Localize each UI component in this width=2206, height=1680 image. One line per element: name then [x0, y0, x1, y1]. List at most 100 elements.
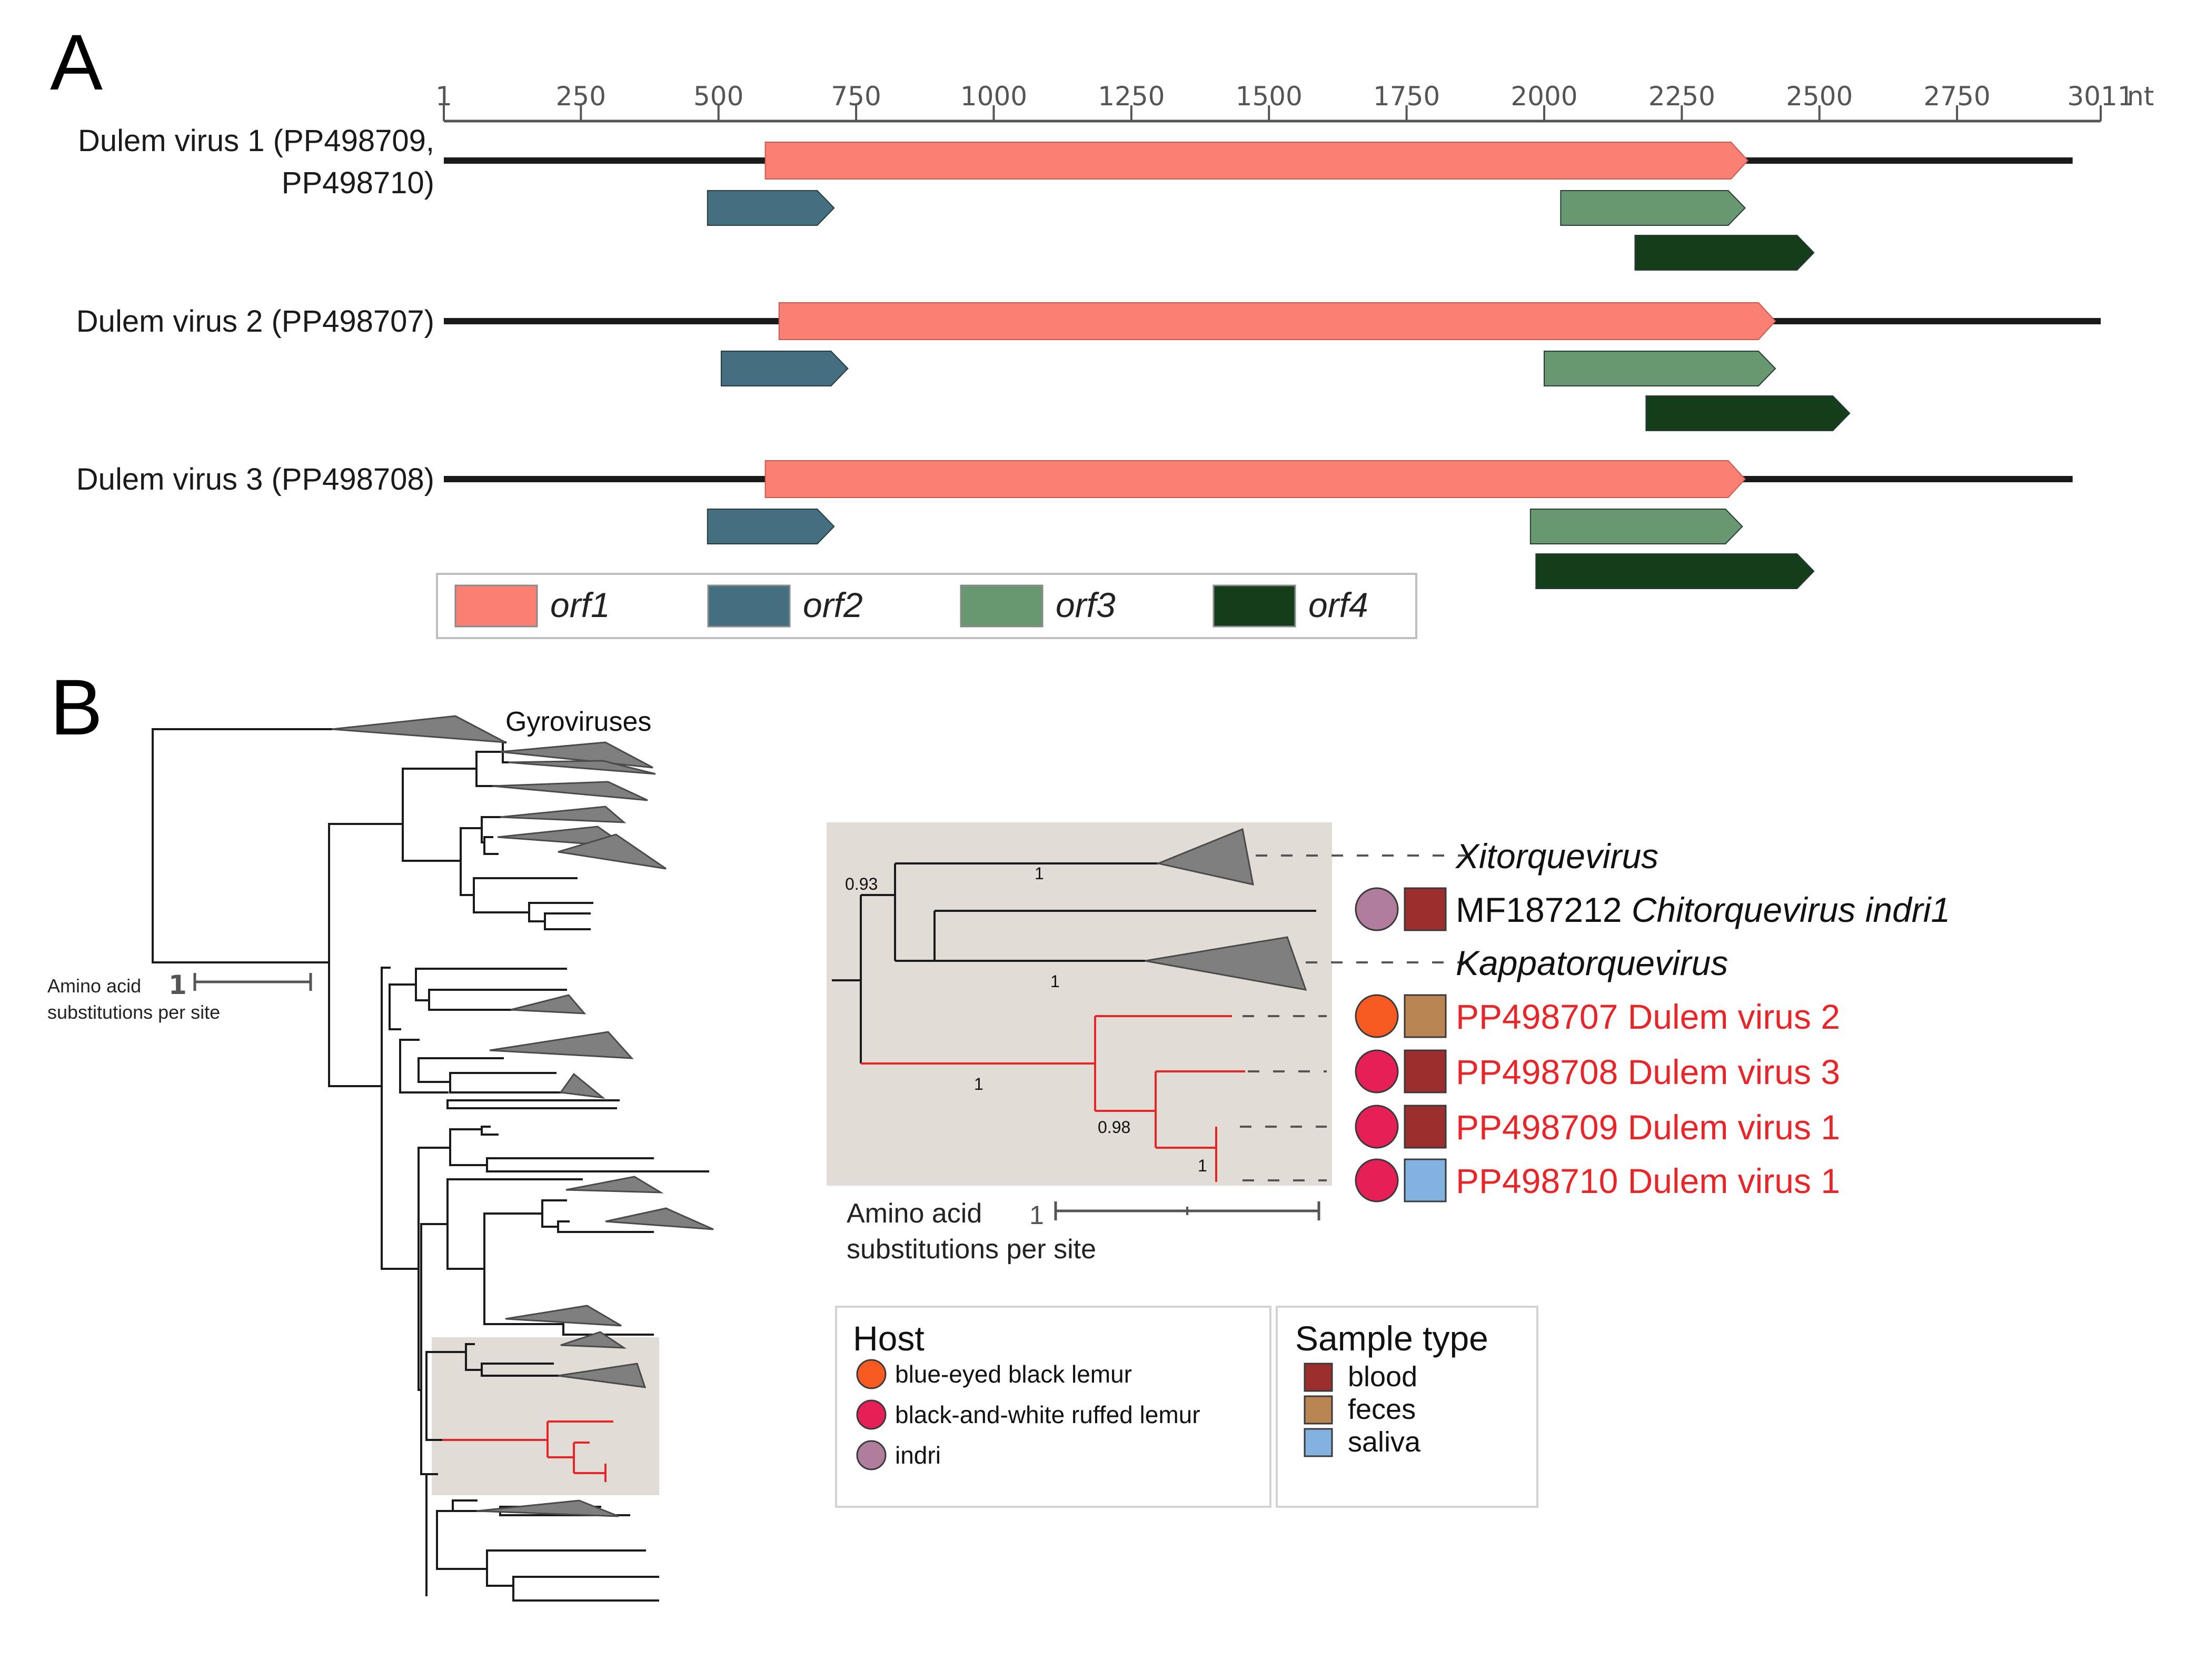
axis-tick-label: 2000	[1511, 81, 1577, 112]
orf1-legend-label: orf1	[550, 585, 610, 624]
tip-dv1a: PP498709 Dulem virus 1	[1355, 1105, 1840, 1149]
support-dulem: 1	[974, 1075, 983, 1094]
orf3-arrow	[1560, 190, 1746, 226]
sample-marker	[1404, 994, 1447, 1038]
gyroviruses-label: Gyroviruses	[505, 707, 651, 737]
support-dv3-clade: 0.98	[1098, 1118, 1130, 1137]
axis-tick-label: 2500	[1786, 81, 1853, 112]
sample-marker	[1404, 1049, 1447, 1094]
tip-chito: MF187212 Chitorquevirus indri1	[1355, 887, 1950, 931]
full-phylogenetic-tree: Gyroviruses Amino acid substitutions per…	[47, 707, 714, 1602]
axis-tick-label: 1	[435, 81, 452, 112]
orf4-legend-swatch	[1213, 584, 1296, 628]
tip-xito: Xitorquevirus	[1455, 837, 1658, 876]
host-legend-label: black-and-white ruffed lemur	[895, 1401, 1200, 1428]
tip-kappa: Kappatorquevirus	[1456, 943, 1728, 982]
support-dv1-pair: 1	[1198, 1156, 1207, 1175]
support-kappa: 1	[1050, 972, 1060, 991]
orf3-legend-swatch	[960, 584, 1044, 628]
genome-row: Dulem virus 3 (PP498708)	[76, 460, 2073, 589]
host-legend-swatch	[856, 1399, 887, 1430]
sample-legend-label: feces	[1348, 1394, 1416, 1425]
tip-label-part: Xitorquevirus	[1455, 837, 1658, 876]
tip-label: MF187212 Chitorquevirus indri1	[1456, 890, 1950, 929]
inset-scale-bar: 1 Amino acid substitutions per site	[847, 1198, 1320, 1265]
orf1-arrow	[764, 460, 1746, 498]
orf4-arrow	[1645, 395, 1851, 431]
orf2-arrow	[720, 351, 849, 386]
tip-label: Kappatorquevirus	[1456, 943, 1728, 982]
big-tree-scale-caption-2: substitutions per site	[47, 1001, 220, 1023]
sample-legend-swatch	[1304, 1363, 1333, 1392]
genome-maps: Dulem virus 1 (PP498709,PP498710)Dulem v…	[76, 124, 2101, 589]
genome-label: Dulem virus 1 (PP498709,	[78, 124, 434, 158]
xitorquevirus-clade	[1155, 828, 1254, 886]
host-marker	[1355, 1049, 1399, 1094]
inset-scale-value: 1	[1029, 1200, 1044, 1230]
tip-label-part: Chitorquevirus indri1	[1632, 890, 1950, 929]
support-values: 0.93 1 1 1 0.98 1	[845, 864, 1207, 1175]
support-root: 0.93	[845, 874, 878, 893]
tip-label: PP498709 Dulem virus 1	[1456, 1108, 1840, 1147]
genome-row: Dulem virus 1 (PP498709, PP498710)	[78, 124, 2073, 271]
axis-tick-label: 2750	[1923, 81, 1990, 112]
tip-label-part: Kappatorquevirus	[1456, 943, 1728, 982]
dulem-inset-tree: 0.93 1 1 1 0.98 1 XitorquevirusMF187212 …	[827, 822, 1950, 1265]
axis-tick-label: 750	[831, 81, 881, 112]
orf3-legend-label: orf3	[1056, 585, 1116, 624]
axis-tick-label: 1500	[1236, 81, 1303, 112]
orf4-arrow	[1535, 553, 1815, 589]
orf2-legend-swatch	[707, 584, 791, 628]
orf2-arrow	[707, 509, 835, 544]
sample-marker	[1404, 1105, 1447, 1149]
host-legend-title: Host	[853, 1319, 925, 1358]
host-legend-swatch	[856, 1359, 887, 1389]
orf1-arrow	[764, 142, 1749, 180]
axis-tick-label: 2250	[1648, 81, 1715, 112]
support-xito: 1	[1035, 864, 1044, 883]
tip-label: Xitorquevirus	[1455, 837, 1658, 876]
inset-scale-caption-1: Amino acid	[847, 1198, 982, 1229]
sample-marker	[1404, 887, 1447, 931]
orf3-arrow	[1543, 351, 1776, 386]
sample-legend-title: Sample type	[1295, 1319, 1488, 1358]
tip-label: PP498710 Dulem virus 1	[1456, 1161, 1840, 1200]
axis-tick-label: 3011	[2067, 81, 2134, 112]
panel-label-b: B	[50, 663, 103, 751]
host-legend: Host blue-eyed black lemurblack-and-whit…	[835, 1306, 1271, 1508]
axis-tick-label: 250	[556, 81, 606, 112]
axis-tick-label: 1000	[960, 81, 1027, 112]
axis-unit: nt	[2127, 81, 2154, 112]
genome-label: Dulem virus 2 (PP498707)	[76, 304, 434, 339]
tip-label-part: PP498708 Dulem virus 3	[1456, 1052, 1840, 1091]
axis-tick-label: 1750	[1373, 81, 1440, 112]
sample-legend-swatch	[1304, 1428, 1333, 1457]
host-marker	[1355, 1158, 1399, 1202]
host-marker	[1355, 887, 1399, 931]
tip-label-part: PP498710 Dulem virus 1	[1456, 1161, 1840, 1200]
tip-label: PP498708 Dulem virus 3	[1456, 1052, 1840, 1091]
host-marker	[1355, 994, 1399, 1038]
orf2-arrow	[707, 190, 835, 226]
inset-tree-shade	[827, 822, 1332, 1186]
sample-legend-swatch	[1304, 1395, 1333, 1425]
tip-dv2: PP498707 Dulem virus 2	[1355, 994, 1840, 1038]
tip-label-part: MF187212	[1456, 890, 1632, 929]
host-legend-label: indri	[895, 1442, 941, 1469]
genome-label: PP498710)	[282, 166, 434, 200]
genome-row: Dulem virus 2 (PP498707)	[76, 302, 2101, 431]
sample-marker	[1404, 1158, 1447, 1202]
big-tree-scale-caption-1: Amino acid	[47, 975, 141, 997]
sample-legend-label: saliva	[1348, 1426, 1421, 1458]
inset-scale-caption-2: substitutions per site	[847, 1234, 1096, 1265]
orf1-arrow	[778, 302, 1776, 340]
sample-legend-label: blood	[1348, 1361, 1417, 1393]
orf2-legend-label: orf2	[803, 585, 863, 624]
panel-label-a: A	[50, 18, 103, 106]
tip-label-part: PP498707 Dulem virus 2	[1456, 997, 1840, 1036]
axis-tick-label: 1250	[1098, 81, 1165, 112]
